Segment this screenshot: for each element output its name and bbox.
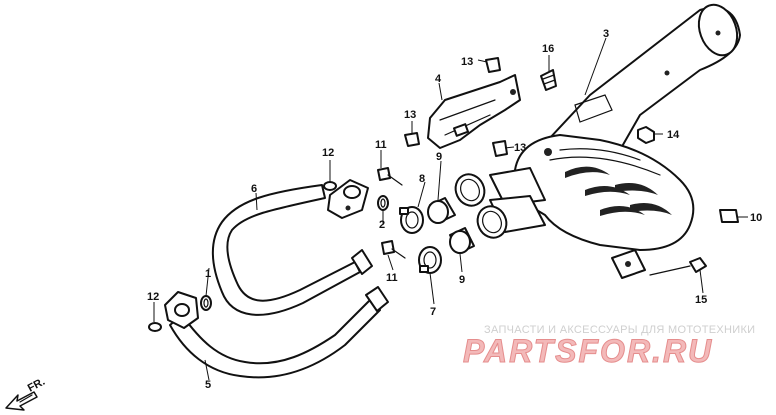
callout-10: 10 bbox=[750, 212, 762, 224]
gasket-9-lower bbox=[449, 227, 475, 254]
bolt-16 bbox=[540, 69, 557, 91]
callout-1: 1 bbox=[205, 268, 211, 280]
bolt-13-right bbox=[492, 140, 508, 157]
callout-13-top: 13 bbox=[461, 56, 473, 68]
heat-protector bbox=[427, 74, 521, 149]
callout-2: 2 bbox=[379, 219, 385, 231]
nut-10 bbox=[719, 209, 739, 223]
bolt-11-upper bbox=[377, 167, 403, 186]
callout-6: 6 bbox=[251, 183, 257, 195]
arrow-icon bbox=[5, 391, 38, 411]
callout-5: 5 bbox=[205, 379, 211, 391]
bolt-15 bbox=[649, 257, 707, 276]
callout-12-lower: 12 bbox=[147, 291, 159, 303]
gasket-2 bbox=[377, 195, 389, 211]
callout-4: 4 bbox=[435, 73, 442, 85]
gasket-1 bbox=[200, 295, 212, 311]
callout-9-upper: 9 bbox=[436, 151, 442, 163]
callout-9-lower: 9 bbox=[459, 274, 465, 286]
callout-8: 8 bbox=[419, 173, 425, 185]
callout-13-right: 13 bbox=[514, 142, 526, 154]
nut-14 bbox=[637, 126, 655, 144]
exhaust-pipe-5 bbox=[164, 286, 389, 379]
watermark-logo: PARTSFOR.RU bbox=[463, 333, 713, 369]
watermark: ЗАПЧАСТИ И АКСЕССУАРЫ ДЛЯ МОТОТЕХНИКИ PA… bbox=[463, 324, 756, 370]
exhaust-pipe-6 bbox=[211, 179, 373, 316]
bolt-13-mid bbox=[404, 132, 420, 147]
gasket-9-upper bbox=[427, 197, 456, 224]
clamp-7 bbox=[418, 246, 442, 274]
callout-3: 3 bbox=[603, 28, 609, 40]
bolt-13-top bbox=[485, 57, 501, 73]
washer-12-lower bbox=[148, 322, 162, 332]
callout-15: 15 bbox=[695, 294, 707, 306]
callout-7: 7 bbox=[430, 306, 436, 318]
front-direction-marker: FR. bbox=[5, 376, 47, 411]
callout-14: 14 bbox=[667, 129, 680, 141]
callout-11-lower: 11 bbox=[386, 272, 398, 284]
callout-13-mid: 13 bbox=[404, 109, 416, 121]
callout-12-upper: 12 bbox=[322, 147, 334, 159]
watermark-subtitle: ЗАПЧАСТИ И АКСЕССУАРЫ ДЛЯ МОТОТЕХНИКИ bbox=[484, 324, 755, 336]
callout-16: 16 bbox=[542, 43, 554, 55]
clamp-8 bbox=[399, 206, 424, 234]
bolt-11-lower bbox=[381, 240, 406, 259]
front-direction-label: FR. bbox=[26, 376, 47, 395]
muffler bbox=[454, 3, 741, 279]
washer-12-upper bbox=[323, 181, 337, 191]
leader-lines bbox=[153, 37, 748, 381]
callout-11-upper: 11 bbox=[375, 139, 387, 151]
